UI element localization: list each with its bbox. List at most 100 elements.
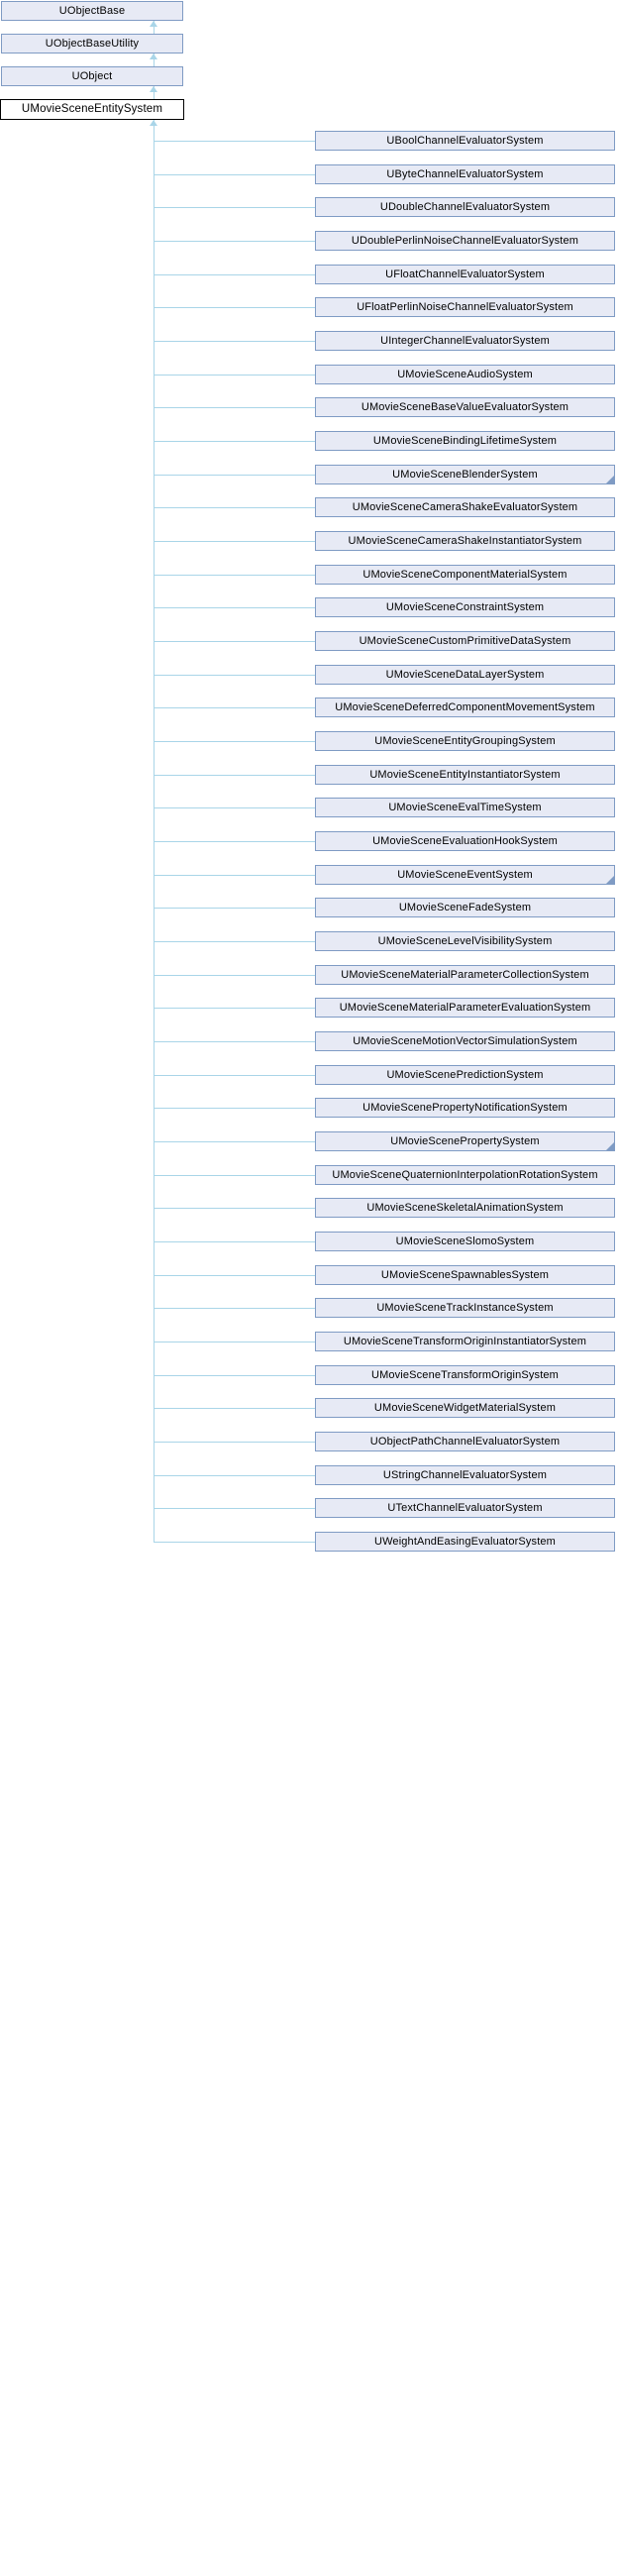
class-name-label: UMovieSceneCameraShakeInstantiatorSystem [348, 534, 582, 547]
class-name-label: UMovieSceneEntityInstantiatorSystem [369, 768, 561, 781]
class-name-label: UMovieScenePropertySystem [390, 1134, 540, 1147]
class-node-umoviescenetrackinstancesystem[interactable]: UMovieSceneTrackInstanceSystem [315, 1298, 615, 1318]
class-node-uobjectpathchannelevaluatorsystem[interactable]: UObjectPathChannelEvaluatorSystem [315, 1432, 615, 1451]
class-node-umoviescenecomponentmaterialsystem[interactable]: UMovieSceneComponentMaterialSystem [315, 565, 615, 585]
class-node-umoviesceneaudiosystem[interactable]: UMovieSceneAudioSystem [315, 365, 615, 384]
class-node-umoviescenepredictionsystem[interactable]: UMovieScenePredictionSystem [315, 1065, 615, 1085]
class-node-umoviescenewidgetmaterialsystem[interactable]: UMovieSceneWidgetMaterialSystem [315, 1398, 615, 1418]
class-name-label: UMovieSceneEventSystem [397, 868, 533, 881]
class-name-label: UMovieSceneTrackInstanceSystem [376, 1301, 554, 1314]
class-node-umoviesceneeventsystem[interactable]: UMovieSceneEventSystem [315, 865, 615, 885]
class-node-umoviesceneconstraintsystem[interactable]: UMovieSceneConstraintSystem [315, 597, 615, 617]
class-node-umoviesceneslomosystem[interactable]: UMovieSceneSlomoSystem [315, 1232, 615, 1251]
class-name-label: UFloatPerlinNoiseChannelEvaluatorSystem [357, 300, 573, 313]
class-node-umoviescenepropertysystem[interactable]: UMovieScenePropertySystem [315, 1131, 615, 1151]
class-node-uobjectbase[interactable]: UObjectBase [1, 1, 183, 21]
class-name-label: UMovieSceneComponentMaterialSystem [362, 568, 568, 581]
class-name-label: UBoolChannelEvaluatorSystem [386, 134, 544, 147]
derived-branch-line [154, 841, 315, 842]
class-name-label: UMovieSceneEvalTimeSystem [388, 801, 542, 813]
class-node-umoviescenecamerashakeevaluatorsystem[interactable]: UMovieSceneCameraShakeEvaluatorSystem [315, 497, 615, 517]
derived-branch-line [154, 1208, 315, 1209]
derived-branch-line [154, 241, 315, 242]
derived-branch-line [154, 607, 315, 608]
class-name-label: UMovieSceneBindingLifetimeSystem [372, 434, 558, 447]
class-node-ustringchannelevaluatorsystem[interactable]: UStringChannelEvaluatorSystem [315, 1465, 615, 1485]
inheritance-arrow-icon [150, 120, 157, 126]
class-node-umoviesceneevaluationhooksystem[interactable]: UMovieSceneEvaluationHookSystem [315, 831, 615, 851]
class-node-umoviescenelevelvisibilitysystem[interactable]: UMovieSceneLevelVisibilitySystem [315, 931, 615, 951]
class-node-uboolchannelevaluatorsystem[interactable]: UBoolChannelEvaluatorSystem [315, 131, 615, 151]
derived-branch-line [154, 1241, 315, 1242]
class-node-umoviesceneevaltimesystem[interactable]: UMovieSceneEvalTimeSystem [315, 798, 615, 817]
class-node-umoviescenematerialparametercollectionsystem[interactable]: UMovieSceneMaterialParameterCollectionSy… [315, 965, 615, 985]
class-node-umoviescenefadesystem[interactable]: UMovieSceneFadeSystem [315, 898, 615, 917]
derived-branch-line [154, 507, 315, 508]
class-name-label: UFloatChannelEvaluatorSystem [385, 268, 545, 280]
derived-branch-line [154, 875, 315, 876]
class-node-umoviescenespawnablessystem[interactable]: UMovieSceneSpawnablesSystem [315, 1265, 615, 1285]
derived-branch-line [154, 1275, 315, 1276]
class-node-umoviesceneentitygroupingsystem[interactable]: UMovieSceneEntityGroupingSystem [315, 731, 615, 751]
class-name-label: UObjectBaseUtility [45, 37, 140, 50]
class-name-label: UTextChannelEvaluatorSystem [387, 1501, 543, 1514]
derived-branch-line [154, 174, 315, 175]
class-node-umoviesceneskeletalanimationsystem[interactable]: UMovieSceneSkeletalAnimationSystem [315, 1198, 615, 1218]
class-name-label: UMovieScenePredictionSystem [386, 1068, 544, 1081]
class-node-ufloatchannelevaluatorsystem[interactable]: UFloatChannelEvaluatorSystem [315, 265, 615, 284]
derived-branch-line [154, 975, 315, 976]
derived-branch-line [154, 1408, 315, 1409]
class-node-umoviescenepropertynotificationsystem[interactable]: UMovieScenePropertyNotificationSystem [315, 1098, 615, 1118]
class-name-label: UMovieSceneTransformOriginInstantiatorSy… [343, 1335, 587, 1347]
class-node-ubytechannelevaluatorsystem[interactable]: UByteChannelEvaluatorSystem [315, 164, 615, 184]
derived-branch-line [154, 1308, 315, 1309]
derived-branch-line [154, 141, 315, 142]
derived-branch-line [154, 475, 315, 476]
class-node-udoubleperlinnoisechannelevaluatorsystem[interactable]: UDoublePerlinNoiseChannelEvaluatorSystem [315, 231, 615, 251]
class-node-uobject[interactable]: UObject [1, 66, 183, 86]
class-name-label: UMovieSceneAudioSystem [397, 368, 533, 380]
class-node-umoviescenebasevalueevaluatorsystem[interactable]: UMovieSceneBaseValueEvaluatorSystem [315, 397, 615, 417]
class-node-umoviescenetransformoriginsystem[interactable]: UMovieSceneTransformOriginSystem [315, 1365, 615, 1385]
derived-branch-line [154, 1442, 315, 1443]
class-name-label: UMovieSceneTransformOriginSystem [370, 1368, 559, 1381]
class-node-uobjectbaseutility[interactable]: UObjectBaseUtility [1, 34, 183, 54]
class-node-umoviescenecustomprimitivedatasystem[interactable]: UMovieSceneCustomPrimitiveDataSystem [315, 631, 615, 651]
class-name-label: UMovieSceneDeferredComponentMovementSyst… [335, 700, 595, 713]
class-name-label: UObjectPathChannelEvaluatorSystem [369, 1435, 561, 1448]
class-name-label: UMovieSceneEntitySystem [21, 102, 163, 115]
class-node-umoviesceneblendersystem[interactable]: UMovieSceneBlenderSystem [315, 465, 615, 484]
class-node-udoublechannelevaluatorsystem[interactable]: UDoubleChannelEvaluatorSystem [315, 197, 615, 217]
class-node-umoviesceneentityinstantiatorsystem[interactable]: UMovieSceneEntityInstantiatorSystem [315, 765, 615, 785]
inheritance-edge-vertical [154, 21, 155, 34]
derived-branch-line [154, 307, 315, 308]
class-node-umoviescenemotionvectorsimulationsystem[interactable]: UMovieSceneMotionVectorSimulationSystem [315, 1031, 615, 1051]
derived-branch-line [154, 1542, 315, 1543]
class-name-label: UMovieSceneMotionVectorSimulationSystem [353, 1034, 577, 1047]
class-node-uweightandeasingevaluatorsystem[interactable]: UWeightAndEasingEvaluatorSystem [315, 1532, 615, 1552]
class-node-ufloatperlinnoisechannelevaluatorsystem[interactable]: UFloatPerlinNoiseChannelEvaluatorSystem [315, 297, 615, 317]
class-node-umoviescenequaternioninterpolationrotationsystem[interactable]: UMovieSceneQuaternionInterpolationRotati… [315, 1165, 615, 1185]
class-node-umoviescenematerialparameterevaluationsystem[interactable]: UMovieSceneMaterialParameterEvaluationSy… [315, 998, 615, 1018]
derived-branch-line [154, 575, 315, 576]
class-name-label: UMovieSceneEvaluationHookSystem [372, 834, 558, 847]
derived-branch-line [154, 407, 315, 408]
class-node-uintegerchannelevaluatorsystem[interactable]: UIntegerChannelEvaluatorSystem [315, 331, 615, 351]
class-node-umoviescenetransformorigininstantiatorsystem[interactable]: UMovieSceneTransformOriginInstantiatorSy… [315, 1332, 615, 1351]
class-node-umoviescenedatalayersystem[interactable]: UMovieSceneDataLayerSystem [315, 665, 615, 685]
class-node-current-umoviesceneentitysystem[interactable]: UMovieSceneEntitySystem [0, 99, 184, 120]
derived-branch-line [154, 1175, 315, 1176]
class-name-label: UMovieSceneQuaternionInterpolationRotati… [332, 1168, 598, 1181]
derived-branch-line [154, 707, 315, 708]
class-name-label: UDoublePerlinNoiseChannelEvaluatorSystem [351, 234, 579, 247]
derived-branch-line [154, 1108, 315, 1109]
derived-branch-line [154, 1141, 315, 1142]
class-node-utextchannelevaluatorsystem[interactable]: UTextChannelEvaluatorSystem [315, 1498, 615, 1518]
class-node-umoviescenebindinglifetimesystem[interactable]: UMovieSceneBindingLifetimeSystem [315, 431, 615, 451]
class-node-umoviescenecamerashakeinstantiatorsystem[interactable]: UMovieSceneCameraShakeInstantiatorSystem [315, 531, 615, 551]
class-node-umoviescenedeferredcomponentmovementsystem[interactable]: UMovieSceneDeferredComponentMovementSyst… [315, 698, 615, 717]
class-name-label: UMovieScenePropertyNotificationSystem [362, 1101, 568, 1114]
class-name-label: UMovieSceneSkeletalAnimationSystem [366, 1201, 564, 1214]
derived-branch-line [154, 641, 315, 642]
